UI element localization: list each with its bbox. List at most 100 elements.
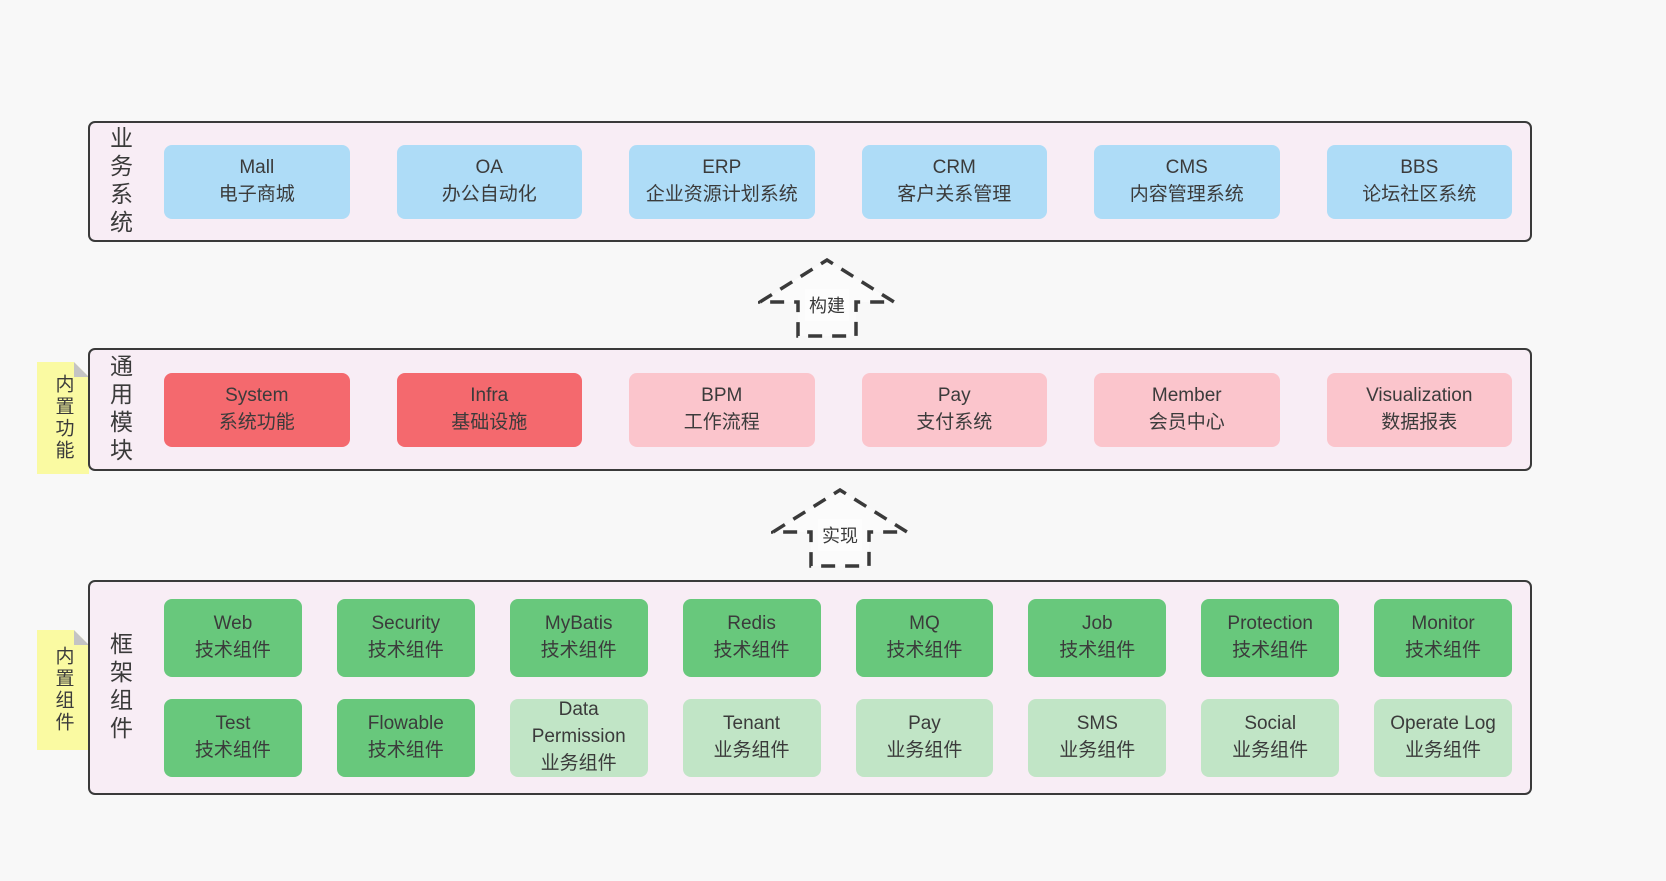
box-subtitle: 业务组件 (1405, 739, 1482, 761)
box-title: Test (215, 712, 251, 734)
box-subtitle: 技术组件 (367, 739, 444, 761)
box-title: Infra (470, 384, 509, 406)
box-subtitle: 内容管理系统 (1129, 183, 1244, 205)
box-title: Job (1081, 612, 1113, 634)
box-security: Security 技术组件 (336, 598, 475, 677)
box-title: Monitor (1411, 612, 1475, 634)
arrow-build-label: 构建 (805, 289, 849, 321)
note-fold-corner (74, 630, 89, 645)
box-member: Member 会员中心 (1094, 372, 1280, 447)
box-subtitle: 支付系统 (916, 411, 993, 433)
box-system: System 系统功能 (164, 372, 350, 447)
components-row-2: Test 技术组件 Flowable 技术组件 Data Permission … (164, 698, 1512, 777)
box-title: SMS (1076, 712, 1118, 734)
box-bbs: BBS 论坛社区系统 (1326, 144, 1512, 219)
box-subtitle: 会员中心 (1148, 411, 1225, 433)
sticky-note-builtin-components: 内置组件 (37, 630, 89, 750)
box-mq: MQ 技术组件 (855, 598, 994, 677)
band-common-modules: 通用模块 System 系统功能 Infra 基础设施 BPM 工作流程 Pay… (88, 348, 1532, 471)
sticky-note-builtin-features: 内置功能 (37, 362, 89, 474)
box-title: System (225, 384, 289, 406)
box-subtitle: 技术组件 (886, 639, 963, 661)
note-text: 内置功能 (52, 374, 74, 462)
box-bpm: BPM 工作流程 (629, 372, 815, 447)
box-subtitle: 数据报表 (1381, 411, 1458, 433)
box-title: ERP (702, 156, 742, 178)
box-subtitle: 基础设施 (451, 411, 528, 433)
box-test: Test 技术组件 (164, 698, 302, 777)
box-subtitle: 技术组件 (1059, 639, 1136, 661)
box-title: Security (371, 612, 441, 634)
box-flowable: Flowable 技术组件 (336, 698, 475, 777)
box-monitor: Monitor 技术组件 (1374, 598, 1512, 677)
box-title: Visualization (1366, 384, 1473, 406)
box-data-permission: Data Permission 业务组件 (509, 698, 648, 777)
box-pay-module: Pay 支付系统 (861, 372, 1047, 447)
box-subtitle: 业务组件 (1232, 739, 1309, 761)
box-mall: Mall 电子商城 (164, 144, 350, 219)
box-tenant: Tenant 业务组件 (682, 698, 821, 777)
box-title: MyBatis (544, 612, 613, 634)
band-business-content: Mall 电子商城 OA 办公自动化 ERP 企业资源计划系统 CRM 客户关系… (146, 123, 1530, 240)
box-cms: CMS 内容管理系统 (1094, 144, 1280, 219)
box-title: MQ (909, 612, 940, 634)
box-title: Operate Log (1390, 712, 1496, 734)
box-oa: OA 办公自动化 (396, 144, 582, 219)
box-subtitle: 技术组件 (540, 639, 617, 661)
box-title: Redis (727, 612, 776, 634)
box-title: Pay (937, 384, 971, 406)
box-subtitle: 业务组件 (1059, 739, 1136, 761)
box-title: Data Permission (531, 699, 626, 748)
box-subtitle: 技术组件 (194, 739, 271, 761)
box-social: Social 业务组件 (1201, 698, 1340, 777)
box-title: Protection (1227, 612, 1313, 634)
box-title: BPM (701, 384, 743, 406)
box-protection: Protection 技术组件 (1201, 598, 1340, 677)
box-subtitle: 技术组件 (194, 639, 271, 661)
box-subtitle: 工作流程 (683, 411, 760, 433)
box-title: Social (1244, 712, 1297, 734)
box-visualization: Visualization 数据报表 (1326, 372, 1512, 447)
box-title: OA (475, 156, 503, 178)
box-title: Flowable (367, 712, 444, 734)
box-subtitle: 业务组件 (886, 739, 963, 761)
box-title: Member (1151, 384, 1222, 406)
band-label-business-systems: 业务系统 (106, 125, 133, 238)
box-title: BBS (1400, 156, 1439, 178)
box-subtitle: 技术组件 (367, 639, 444, 661)
box-infra: Infra 基础设施 (396, 372, 582, 447)
box-subtitle: 办公自动化 (441, 183, 537, 205)
box-subtitle: 技术组件 (713, 639, 790, 661)
box-title: CRM (932, 156, 976, 178)
band-business-systems: 业务系统 Mall 电子商城 OA 办公自动化 ERP 企业资源计划系统 CRM… (88, 121, 1532, 242)
box-pay-component: Pay 业务组件 (855, 698, 994, 777)
band-label-framework-components: 框架组件 (106, 631, 133, 744)
arrow-build: 构建 (758, 258, 896, 338)
box-title: Mall (239, 156, 275, 178)
box-title: Web (213, 612, 253, 634)
band-label-common-modules: 通用模块 (106, 353, 133, 466)
box-erp: ERP 企业资源计划系统 (629, 144, 815, 219)
arrow-implement-label: 实现 (818, 519, 862, 551)
box-crm: CRM 客户关系管理 (861, 144, 1047, 219)
box-subtitle: 企业资源计划系统 (645, 183, 798, 205)
box-subtitle: 论坛社区系统 (1362, 183, 1477, 205)
box-subtitle: 技术组件 (1232, 639, 1309, 661)
box-subtitle: 客户关系管理 (897, 183, 1012, 205)
box-redis: Redis 技术组件 (682, 598, 821, 677)
band-components-content: Web 技术组件 Security 技术组件 MyBatis 技术组件 Redi… (146, 582, 1530, 793)
box-subtitle: 技术组件 (1405, 639, 1482, 661)
components-row-1: Web 技术组件 Security 技术组件 MyBatis 技术组件 Redi… (164, 598, 1512, 677)
box-subtitle: 系统功能 (218, 411, 295, 433)
arrow-implement: 实现 (771, 488, 909, 568)
box-web: Web 技术组件 (164, 598, 302, 677)
band-framework-components: 框架组件 Web 技术组件 Security 技术组件 MyBatis 技术组件… (88, 580, 1532, 795)
box-sms: SMS 业务组件 (1028, 698, 1167, 777)
box-subtitle: 业务组件 (713, 739, 790, 761)
box-title: Tenant (723, 712, 781, 734)
box-title: Pay (908, 712, 941, 734)
box-mybatis: MyBatis 技术组件 (509, 598, 648, 677)
box-operate-log: Operate Log 业务组件 (1374, 698, 1512, 777)
box-title: CMS (1165, 156, 1208, 178)
